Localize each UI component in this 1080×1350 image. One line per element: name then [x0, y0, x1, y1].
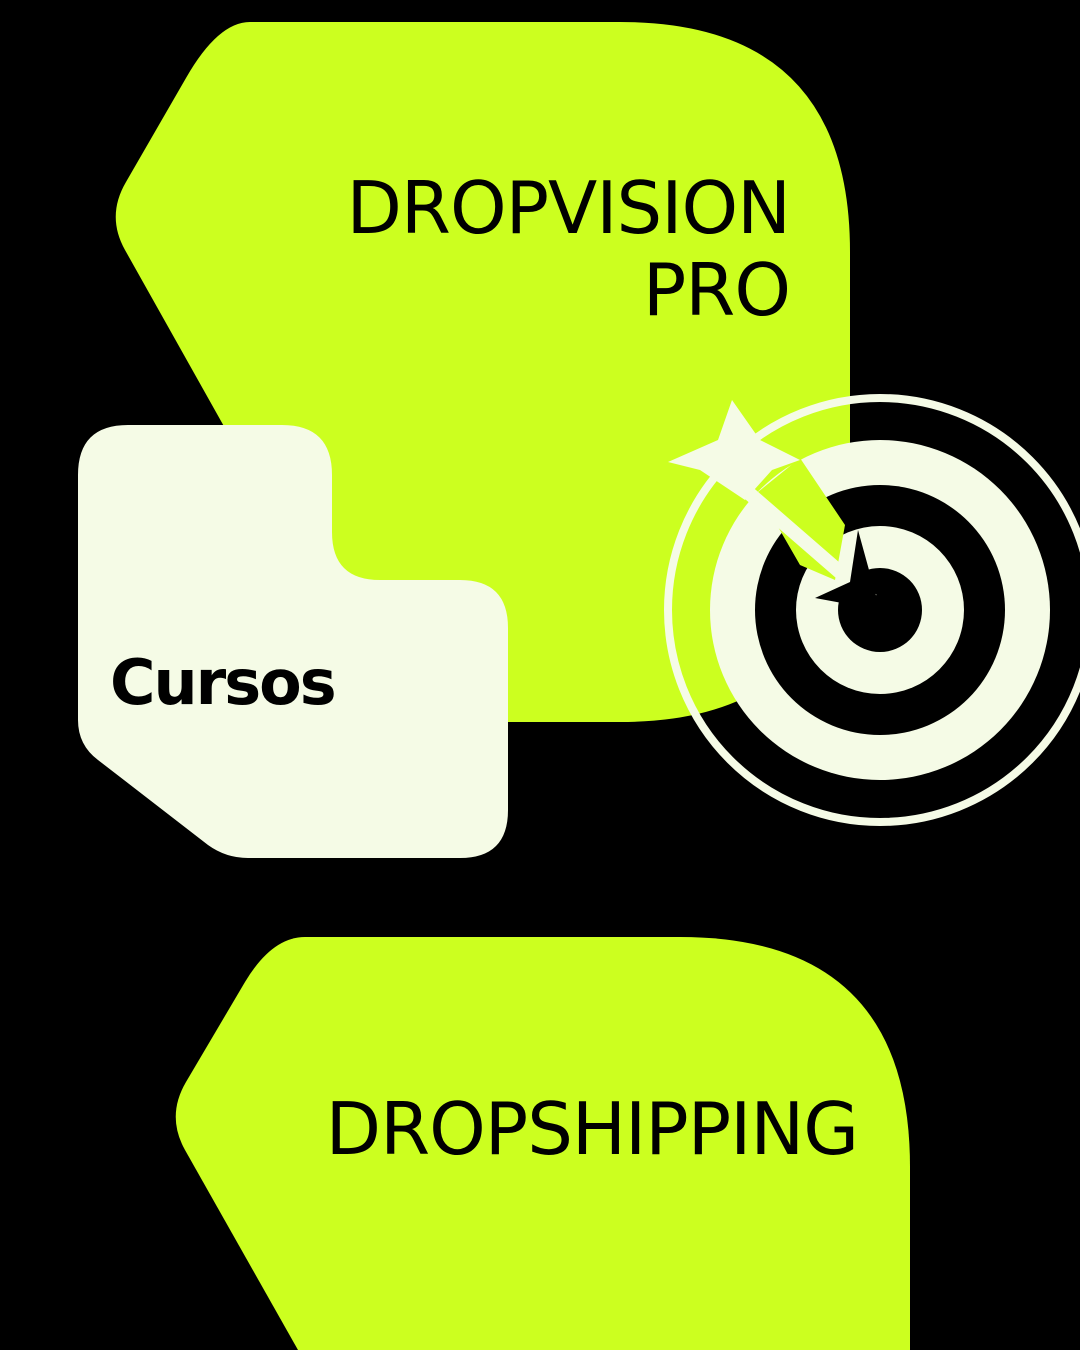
target-outer-ring [664, 394, 1080, 826]
brand-title-line-2: PRO [642, 248, 791, 332]
bottom-green-panel [175, 937, 910, 1350]
target-with-arrow-icon [664, 394, 1080, 826]
brand-title-line-1: DROPVISION [346, 166, 791, 250]
arrowhead [815, 530, 880, 610]
cream-tab-panel [78, 425, 508, 858]
category-label: Cursos [110, 646, 337, 719]
arrow-fletching [668, 400, 800, 500]
topic-label: DROPSHIPPING [325, 1087, 859, 1171]
